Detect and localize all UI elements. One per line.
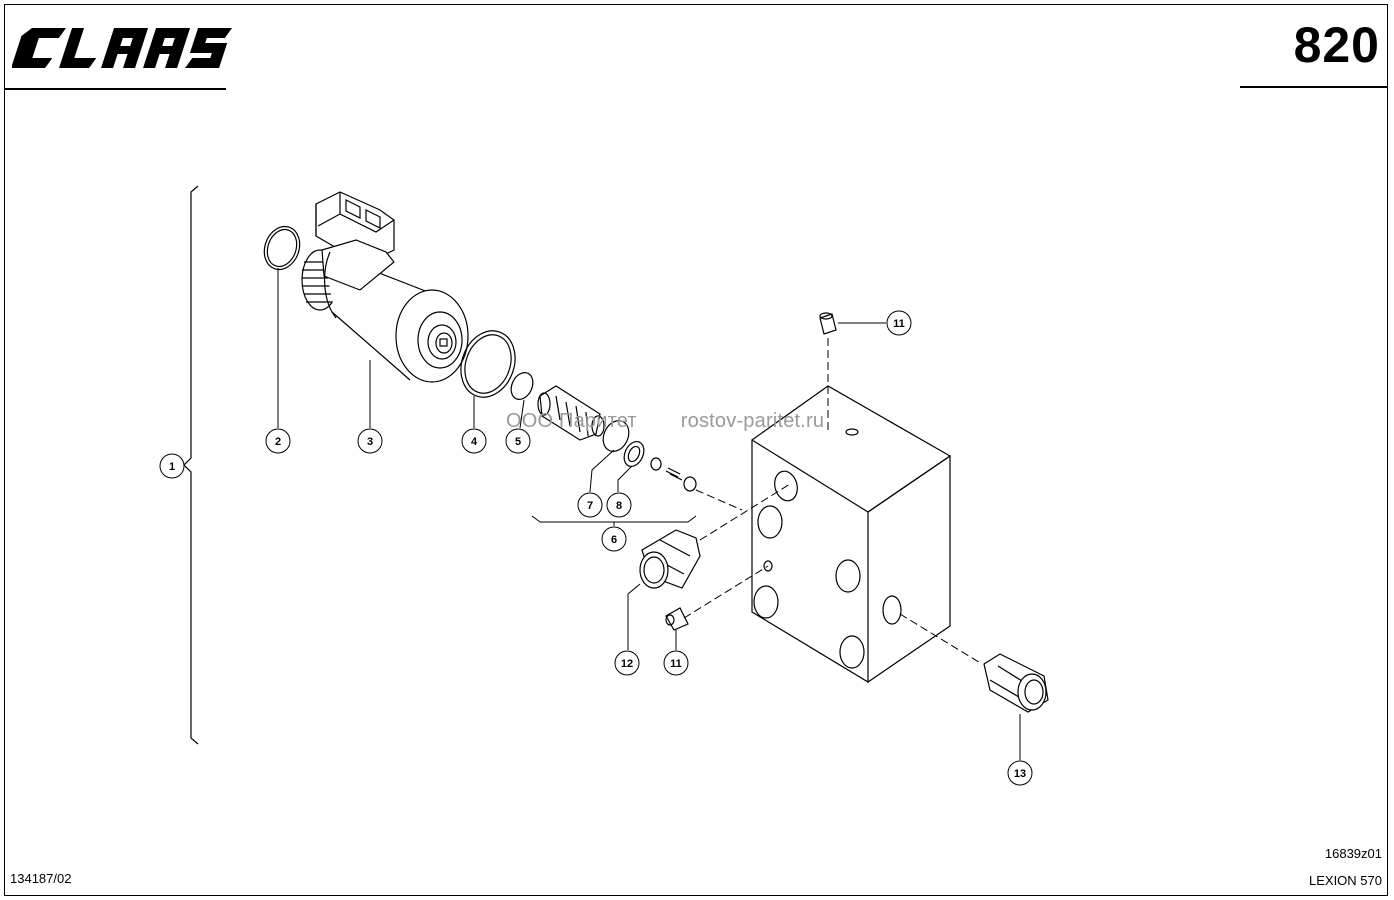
seat [683,476,697,492]
callout-13: 13 [1007,760,1033,786]
page-number: 820 [1293,17,1380,73]
callout-4-label: 4 [471,436,478,448]
callout-2: 2 [265,428,291,454]
part-12-fitting [639,529,701,589]
drawing-number: 16839z01 [1324,846,1382,861]
spring [665,467,683,481]
part-11-plug-bottom [665,607,689,631]
callout-5-label: 5 [515,436,521,448]
watermark-site: rostov-paritet.ru [680,410,825,432]
ball [650,457,662,471]
assembly-bracket [183,185,199,745]
callout-3: 3 [357,428,383,454]
callout-6: 6 [601,526,627,552]
callout-11-bottom: 11 [663,650,689,676]
document-number: 134187/02 [10,871,72,886]
callout-8: 8 [606,492,632,518]
part-7-o-ring [602,420,630,452]
valve-cartridge [537,385,605,441]
part-4-o-ring [460,330,516,398]
callout-7-label: 7 [587,500,593,512]
callout-11-top: 11 [886,310,912,336]
claas-logo [12,28,233,68]
callout-12: 12 [614,650,640,676]
valve-block [750,385,952,684]
callout-5: 5 [505,428,531,454]
header-rule-left [4,88,226,90]
callout-7: 7 [577,492,603,518]
watermark: ООО Паритет rostov-paritet.ru [506,410,868,433]
callout-2-label: 2 [275,436,281,448]
part-2-o-ring [263,225,301,271]
callout-1: 1 [159,453,185,479]
header-rule-right [1240,86,1388,88]
callout-3-label: 3 [367,436,373,448]
page-frame [4,4,1388,896]
model-name: LEXION 570 [1309,873,1382,888]
callout-4: 4 [461,428,487,454]
callout-8-label: 8 [616,500,622,512]
callout-13-label: 13 [1014,768,1026,780]
callout-11-bottom-label: 11 [670,658,682,670]
callout-12-label: 12 [621,658,633,670]
callout-1-label: 1 [169,461,175,473]
part-3-solenoid-coil [301,191,469,383]
watermark-company: ООО Паритет [506,410,637,432]
part-5-o-ring [510,372,534,400]
callout-6-label: 6 [611,534,617,546]
callout-11-top-label: 11 [893,318,905,330]
part-11-plug-top [819,312,837,335]
part-8-backup-ring [623,441,645,467]
part-13-fitting [983,653,1049,713]
